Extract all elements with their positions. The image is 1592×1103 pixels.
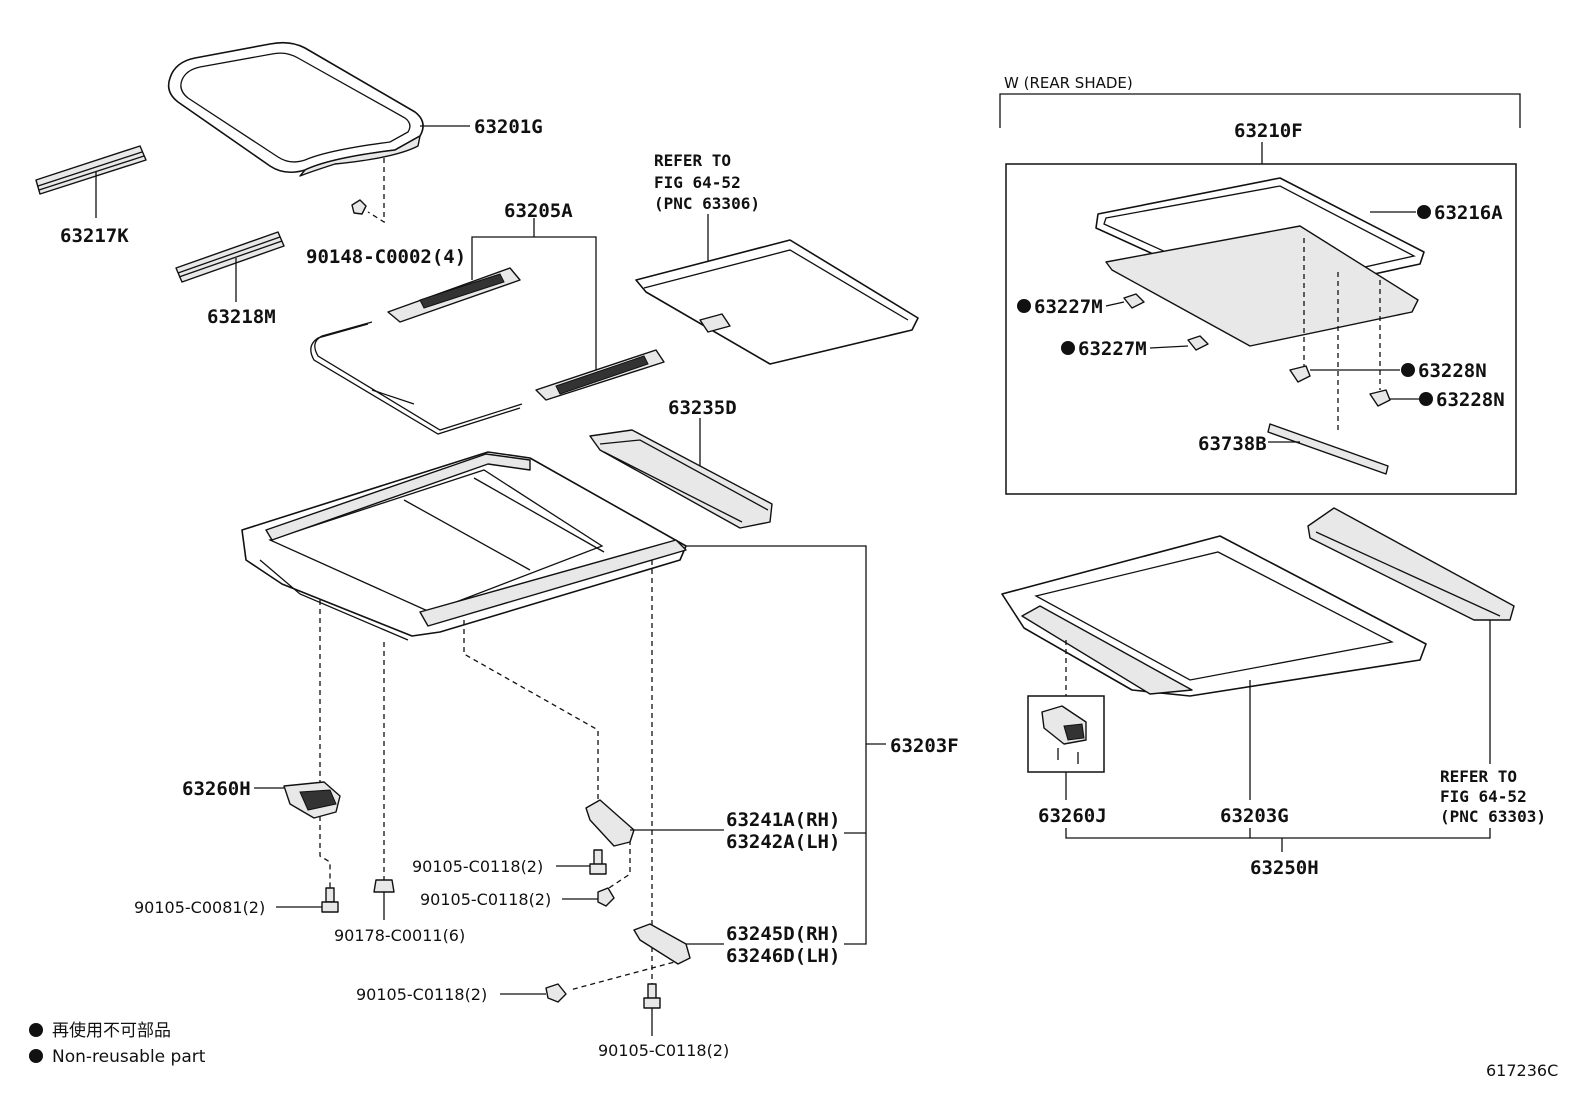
clip-63227M-b bbox=[1187, 335, 1209, 351]
bracket-63245D bbox=[633, 923, 691, 965]
label-90178-C0011: 90178-C0011(6) bbox=[334, 926, 465, 945]
label-63235D: 63235D bbox=[668, 397, 737, 419]
label-63245D: 63245D(RH) bbox=[726, 923, 840, 945]
sunroof-glass bbox=[167, 41, 424, 177]
label-63250H: 63250H bbox=[1250, 857, 1319, 879]
motor-63260J bbox=[1041, 705, 1087, 764]
drive-rail-upper bbox=[387, 267, 521, 323]
deflector-63235D bbox=[589, 429, 773, 529]
label-63203F: 63203F bbox=[890, 735, 959, 757]
legend-japanese: 再使用不可部品 bbox=[52, 1020, 171, 1041]
refer2-line1: REFER TO bbox=[1440, 767, 1517, 786]
label-63260J: 63260J bbox=[1038, 805, 1107, 827]
drive-rail-lower bbox=[535, 349, 665, 401]
label-63217K: 63217K bbox=[60, 225, 129, 247]
bolt-90105-d bbox=[643, 983, 661, 1009]
group-header: W (REAR SHADE) bbox=[1004, 74, 1133, 92]
label-63201G: 63201G bbox=[474, 116, 543, 138]
motor-63260H bbox=[283, 781, 341, 819]
label-63241A: 63241A(RH) bbox=[726, 809, 840, 831]
label-90105-C0118-d: 90105-C0118(2) bbox=[598, 1041, 729, 1060]
label-63228N-b: 63228N bbox=[1436, 389, 1505, 411]
refer1-line3: (PNC 63306) bbox=[654, 194, 760, 213]
weatherstrip-63217K bbox=[35, 145, 147, 195]
legend-english: Non-reusable part bbox=[52, 1047, 206, 1067]
rear-frame-63203G bbox=[1001, 535, 1427, 697]
figure-code: 617236C bbox=[1486, 1061, 1558, 1080]
nut-90105-c bbox=[545, 983, 567, 1003]
sunroof-frame bbox=[241, 451, 687, 641]
label-63738B: 63738B bbox=[1198, 433, 1267, 455]
label-63210F: 63210F bbox=[1234, 120, 1303, 142]
refer2-line3: (PNC 63303) bbox=[1440, 807, 1546, 826]
label-63227M-a: 63227M bbox=[1034, 296, 1103, 318]
label-63242A: 63242A(LH) bbox=[726, 831, 840, 853]
clip-63227M-a bbox=[1123, 293, 1145, 309]
drive-cable bbox=[310, 321, 523, 435]
label-90105-C0118-c: 90105-C0118(2) bbox=[356, 985, 487, 1004]
label-63216A: 63216A bbox=[1434, 202, 1503, 224]
label-90105-C0081: 90105-C0081(2) bbox=[134, 898, 265, 917]
label-63203G: 63203G bbox=[1220, 805, 1289, 827]
label-63205A: 63205A bbox=[504, 200, 573, 222]
label-90105-C0118-b: 90105-C0118(2) bbox=[420, 890, 551, 909]
nut-90105-b bbox=[597, 887, 615, 907]
refer2-line2: FIG 64-52 bbox=[1440, 787, 1527, 806]
label-63227M-b: 63227M bbox=[1078, 338, 1147, 360]
refer1-line2: FIG 64-52 bbox=[654, 173, 741, 192]
label-63260H: 63260H bbox=[182, 778, 251, 800]
legend-dot-2 bbox=[29, 1049, 43, 1063]
legend-dot-1 bbox=[29, 1023, 43, 1037]
bracket-63241A bbox=[585, 799, 635, 847]
bolt-90105-C0081 bbox=[321, 887, 339, 913]
sunshade-front bbox=[635, 239, 919, 365]
clip-90148 bbox=[351, 199, 367, 215]
strip-63738B bbox=[1267, 423, 1389, 475]
rear-shade-group-box bbox=[1005, 163, 1517, 495]
clip-63228N-b bbox=[1369, 389, 1391, 407]
nut-90178-C0011 bbox=[373, 879, 395, 893]
label-63228N-a: 63228N bbox=[1418, 360, 1487, 382]
label-90105-C0118-a: 90105-C0118(2) bbox=[412, 857, 543, 876]
refer1-line1: REFER TO bbox=[654, 151, 731, 170]
bolt-90105-a bbox=[589, 849, 607, 875]
rear-shade-roller bbox=[1307, 507, 1515, 621]
rear-shade-panel bbox=[1105, 225, 1419, 347]
clip-63228N-a bbox=[1289, 365, 1311, 383]
label-90148-C0002: 90148-C0002(4) bbox=[306, 246, 466, 268]
label-63218M: 63218M bbox=[207, 306, 276, 328]
weatherstrip-63218M bbox=[175, 231, 285, 283]
label-63246D: 63246D(LH) bbox=[726, 945, 840, 967]
